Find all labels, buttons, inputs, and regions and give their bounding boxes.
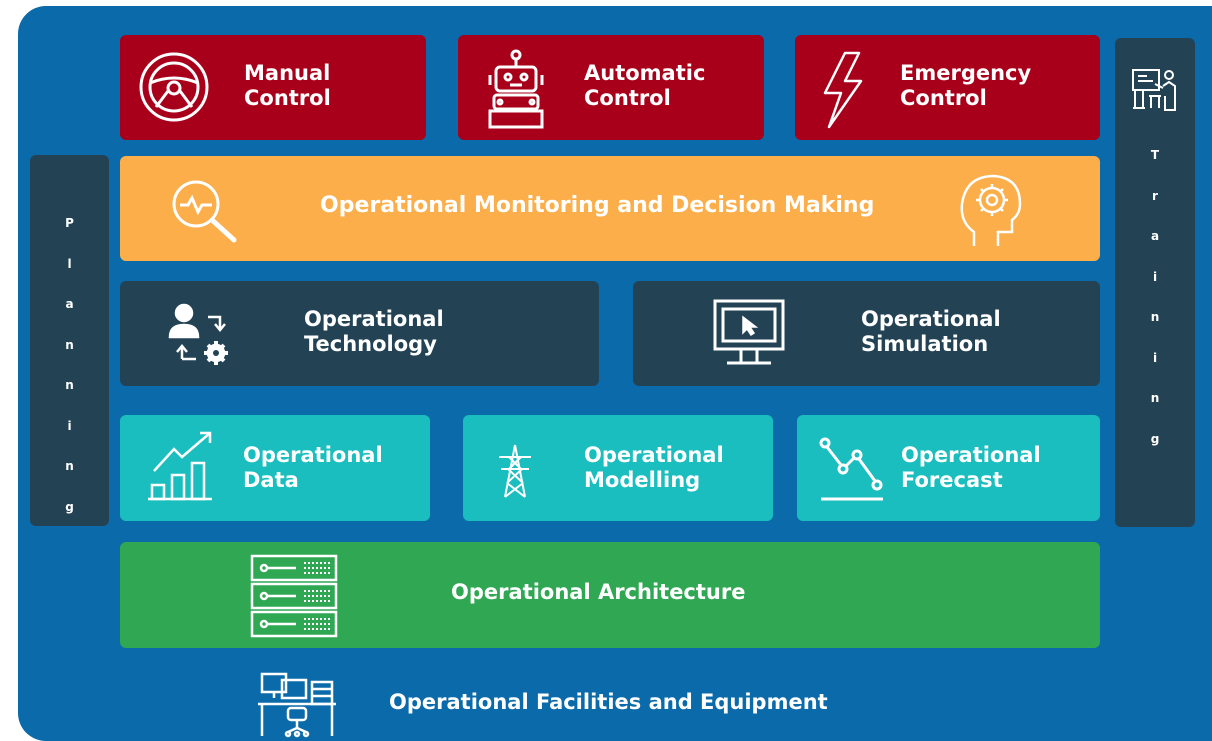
training-letter: n (1150, 310, 1160, 324)
simulation-line2: Simulation (861, 332, 989, 356)
planning-letter: l (67, 256, 72, 271)
planning-letter: n (65, 459, 74, 473)
head-gear-icon (954, 170, 1026, 248)
automatic-control-box: Automatic Control (458, 35, 764, 140)
training-letter: r (1152, 188, 1158, 203)
data-label: Operational Data (243, 443, 383, 493)
training-letter: n (1150, 391, 1160, 405)
data-line2: Data (243, 468, 299, 492)
workstation-icon (258, 672, 336, 738)
emergency-control-box: Emergency Control (795, 35, 1100, 140)
training-letter: T (1150, 148, 1160, 162)
pylon-icon (497, 443, 533, 499)
training-letter: i (1152, 350, 1158, 365)
planning-letter: a (65, 297, 74, 311)
technology-label: Operational Technology (304, 307, 444, 357)
simulation-box: Operational Simulation (633, 281, 1100, 386)
monitoring-box: Operational Monitoring and Decision Maki… (120, 156, 1100, 261)
manual-control-box: Manual Control (120, 35, 426, 140)
facilities-label: Operational Facilities and Equipment (389, 690, 828, 714)
emergency-control-line1: Emergency (900, 61, 1032, 85)
manual-control-label: Manual Control (244, 61, 331, 111)
modelling-line2: Modelling (584, 468, 701, 492)
training-letter: a (1150, 229, 1160, 243)
monitoring-label: Operational Monitoring and Decision Maki… (320, 193, 875, 218)
automatic-control-label: Automatic Control (584, 61, 705, 111)
planning-letter: n (65, 378, 74, 392)
server-rack-icon (250, 554, 340, 638)
simulation-label: Operational Simulation (861, 307, 1001, 357)
technology-box: Operational Technology (120, 281, 599, 386)
architecture-box: Operational Architecture (120, 542, 1100, 648)
lightning-icon (821, 51, 865, 129)
modelling-box: Operational Modelling (463, 415, 773, 521)
modelling-line1: Operational (584, 443, 724, 467)
technology-line2: Technology (304, 332, 437, 356)
data-line1: Operational (243, 443, 383, 467)
forecast-label: Operational Forecast (901, 443, 1041, 493)
classroom-icon (1131, 66, 1181, 114)
automatic-control-line2: Control (584, 86, 671, 110)
planning-letter: P (65, 216, 74, 230)
planning-letter: g (65, 499, 74, 514)
emergency-control-label: Emergency Control (900, 61, 1031, 111)
training-letter: i (1152, 269, 1158, 284)
trend-line-icon (819, 435, 885, 501)
growth-chart-icon (148, 429, 218, 501)
architecture-label: Operational Architecture (451, 580, 746, 604)
emergency-control-line2: Control (900, 86, 987, 110)
magnifier-pulse-icon (170, 178, 240, 244)
training-letter: g (1150, 431, 1160, 446)
manual-control-line1: Manual (244, 61, 331, 85)
technology-line1: Operational (304, 307, 444, 331)
forecast-box: Operational Forecast (797, 415, 1100, 521)
automatic-control-line1: Automatic (584, 61, 706, 85)
modelling-label: Operational Modelling (584, 443, 724, 493)
person-gear-icon (168, 303, 248, 369)
robot-icon (486, 49, 546, 129)
monitor-cursor-icon (713, 299, 785, 373)
forecast-line1: Operational (901, 443, 1041, 467)
manual-control-line2: Control (244, 86, 331, 110)
planning-letter: i (67, 418, 72, 433)
steering-wheel-icon (138, 51, 210, 123)
forecast-line2: Forecast (901, 468, 1003, 492)
training-bar: T r a i n i n g (1115, 38, 1195, 527)
planning-bar: P l a n n i n g (30, 155, 109, 526)
planning-letter: n (65, 337, 74, 352)
data-box: Operational Data (120, 415, 430, 521)
simulation-line1: Operational (861, 307, 1001, 331)
